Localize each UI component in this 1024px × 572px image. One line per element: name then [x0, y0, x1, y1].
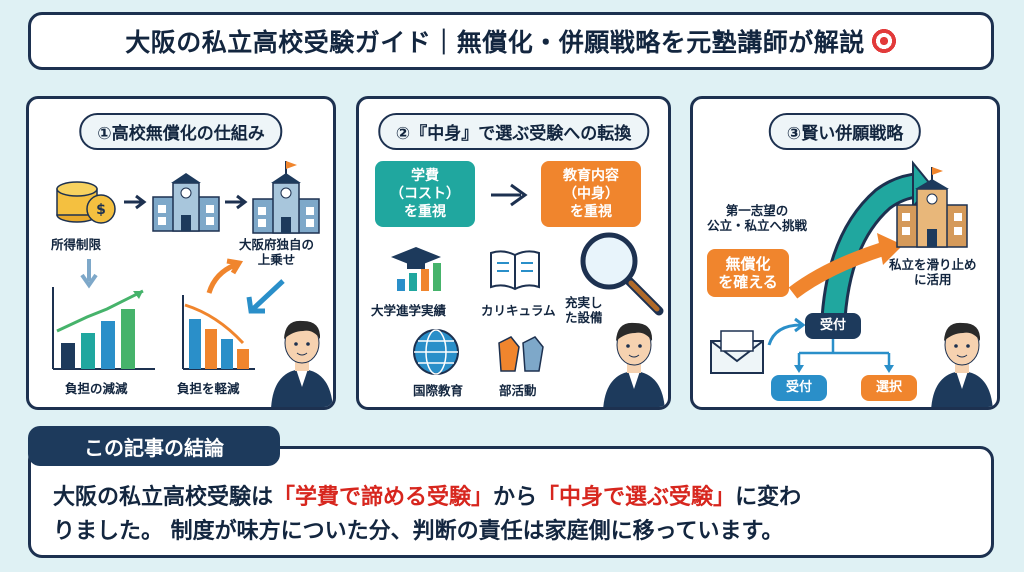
item-university: 大学進学実績: [371, 303, 447, 318]
conclusion-line2: りました。 制度が味方についた分、判断の責任は家庭側に移っています。: [53, 519, 784, 544]
content-line1: 教育内容: [563, 168, 619, 184]
accept-bottom-badge: 受付: [771, 375, 827, 401]
svg-text:$: $: [96, 202, 106, 218]
globe-icon: [413, 329, 459, 375]
item-international: 国際教育: [413, 383, 464, 398]
content-line3: を重視: [570, 204, 612, 220]
arrow-envelope-icon: [767, 317, 806, 346]
envelope-icon: [710, 330, 764, 374]
arrow-right-icon-3: [491, 183, 528, 207]
conclusion-highlight-1: 「学費で諦める受験」: [273, 485, 494, 510]
arrow-up-orange-icon: [206, 258, 244, 294]
arrow-orange-icon: [788, 233, 903, 299]
panel2-title: ②『中身』で選ぶ受験への転換: [377, 113, 650, 150]
conclusion-text-e: に変わ: [735, 485, 802, 510]
first-choice-line2: 公立・私立へ挑戦: [707, 218, 808, 233]
cost-focus-box: 学費 （コスト） を重視: [375, 161, 475, 227]
facilities-line2: た設備: [565, 310, 603, 325]
teacher-icon: [271, 320, 333, 407]
page-title: 大阪の私立高校受験ガイド｜無償化・併願戦略を元塾講師が解説: [125, 28, 865, 57]
conclusion-text-a: 大阪の私立高校受験は: [53, 485, 274, 510]
target-icon: [870, 28, 897, 54]
arrow-down-icon: [80, 259, 98, 289]
accept-top-badge: 受付: [805, 313, 861, 339]
header-title-box: 大阪の私立高校受験ガイド｜無償化・併願戦略を元塾講師が解説: [28, 12, 994, 70]
select-badge: 選択: [861, 375, 917, 401]
content-line2: （中身）: [563, 186, 619, 202]
conclusion-line1: 大阪の私立高校受験は「学費で諦める受験」から「中身で選ぶ受験」に変わ: [53, 481, 967, 515]
income-limit-label: 所得制限: [51, 237, 102, 252]
facilities-label: 充実し た設備: [565, 295, 603, 325]
private-line1: 私立を滑り止め: [889, 257, 977, 272]
conclusion-heading: この記事の結論: [28, 426, 280, 466]
panel1-title: ①高校無償化の仕組み: [79, 113, 283, 150]
osaka-extra-line1: 大阪府独自の: [239, 237, 315, 252]
secure-free-box: 無償化 を確える: [707, 249, 789, 297]
burden-reduced-label: 負担の減減: [65, 381, 128, 396]
panel-strategy: ③賢い併願戦略 第一志望の 公立・私立へ挑戦 無償化 を確える 私立を滑り止め …: [690, 96, 1000, 410]
conclusion-highlight-2: 「中身で選ぶ受験」: [537, 485, 736, 510]
bar-chart-growth-icon: [52, 287, 155, 370]
branch-lines-icon: [794, 339, 894, 373]
cost-line1: 学費: [411, 168, 439, 184]
conclusion-box: 大阪の私立高校受験は「学費で諦める受験」から「中身で選ぶ受験」に変わ りました。…: [28, 446, 994, 558]
osaka-extra-line2: 上乗せ: [257, 252, 296, 267]
panel-free-tuition: ①高校無償化の仕組み $ 所得制限 大阪府独自の 上乗せ: [26, 96, 336, 410]
school-building-icon: [152, 173, 220, 232]
coins-icon: $: [56, 181, 116, 224]
graduation-chart-icon: [391, 247, 441, 291]
private-safety-label: 私立を滑り止め に活用: [889, 257, 977, 287]
content-focus-box: 教育内容 （中身） を重視: [541, 161, 641, 227]
burden-lightened-label: 負担を軽減: [177, 381, 240, 396]
private-line2: に活用: [914, 272, 952, 287]
secure-line2: を確える: [718, 273, 778, 291]
conclusion-text-c: から: [493, 485, 538, 510]
arrow-down-left-icon: [246, 279, 285, 314]
book-icon: [490, 250, 540, 291]
arrow-right-icon: [124, 194, 147, 210]
club-activity-icon: [498, 336, 544, 372]
magnifier-icon: [580, 232, 664, 316]
arrow-right-icon-2: [225, 194, 248, 210]
first-choice-line1: 第一志望の: [725, 203, 789, 218]
cost-line2: （コスト）: [390, 186, 460, 202]
first-choice-label: 第一志望の 公立・私立へ挑戦: [707, 203, 807, 233]
facilities-line1: 充実し: [565, 295, 603, 310]
item-curriculum: カリキュラム: [481, 303, 556, 318]
secure-line1: 無償化: [725, 255, 771, 273]
osaka-extra-label: 大阪府独自の 上乗せ: [239, 237, 314, 267]
panel3-title: ③賢い併願戦略: [768, 113, 922, 150]
school-building-flag-icon-2: [896, 167, 968, 248]
item-club: 部活動: [499, 383, 537, 398]
school-building-flag-icon: [252, 161, 320, 234]
teacher-icon-2: [603, 322, 665, 407]
teacher-icon-3: [931, 322, 993, 407]
panel-content-focus: ②『中身』で選ぶ受験への転換 学費 （コスト） を重視 教育内容 （中身） を重…: [356, 96, 671, 410]
bar-chart-decline-icon: [182, 295, 255, 370]
cost-line3: を重視: [404, 204, 446, 220]
